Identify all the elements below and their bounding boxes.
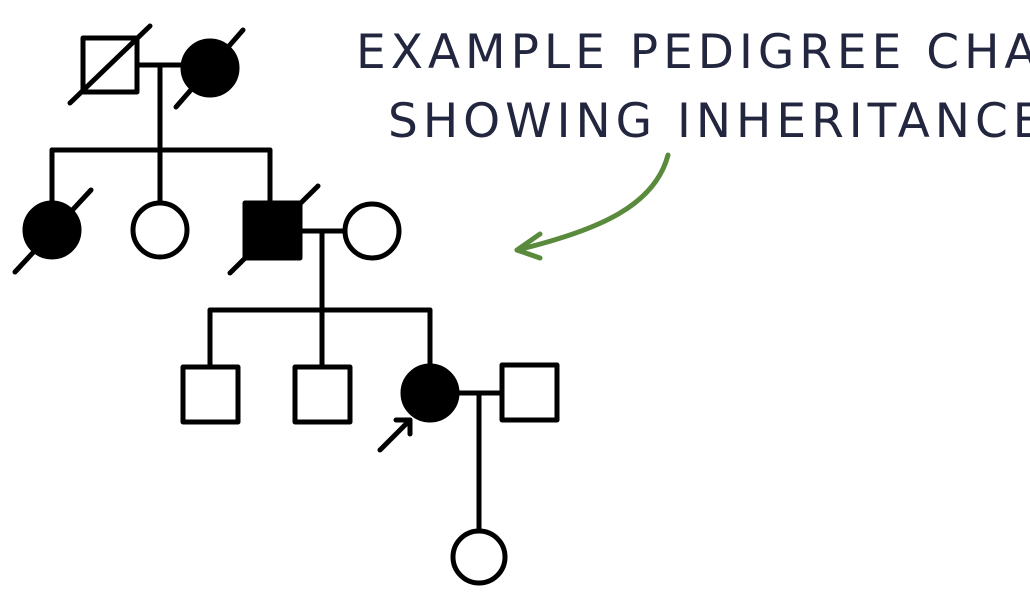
individual-iii4-male-spouse — [499, 362, 560, 423]
individual-ii2-female — [130, 200, 190, 260]
individual-iii2-male — [292, 364, 353, 425]
individual-iv1-female — [450, 528, 508, 586]
individual-ii4-female-spouse — [342, 201, 402, 261]
pedigree-lines — [49, 62, 505, 534]
proband-arrow-icon — [377, 417, 413, 453]
individual-ii1-affected-deceased-female — [12, 187, 94, 275]
pointer-arrow-icon — [514, 152, 671, 261]
title-line-2: SHOWING INHERITANCE — [388, 94, 1030, 149]
individual-iii1-male — [180, 364, 241, 425]
individual-i2-affected-deceased-female — [173, 27, 246, 110]
individual-i1-deceased-male — [67, 23, 153, 106]
individual-iii3-affected-female-proband — [400, 363, 460, 423]
title-line-1: EXAMPLE PEDIGREE CHART — [356, 25, 1030, 80]
individual-ii3-affected-deceased-male — [227, 183, 321, 276]
